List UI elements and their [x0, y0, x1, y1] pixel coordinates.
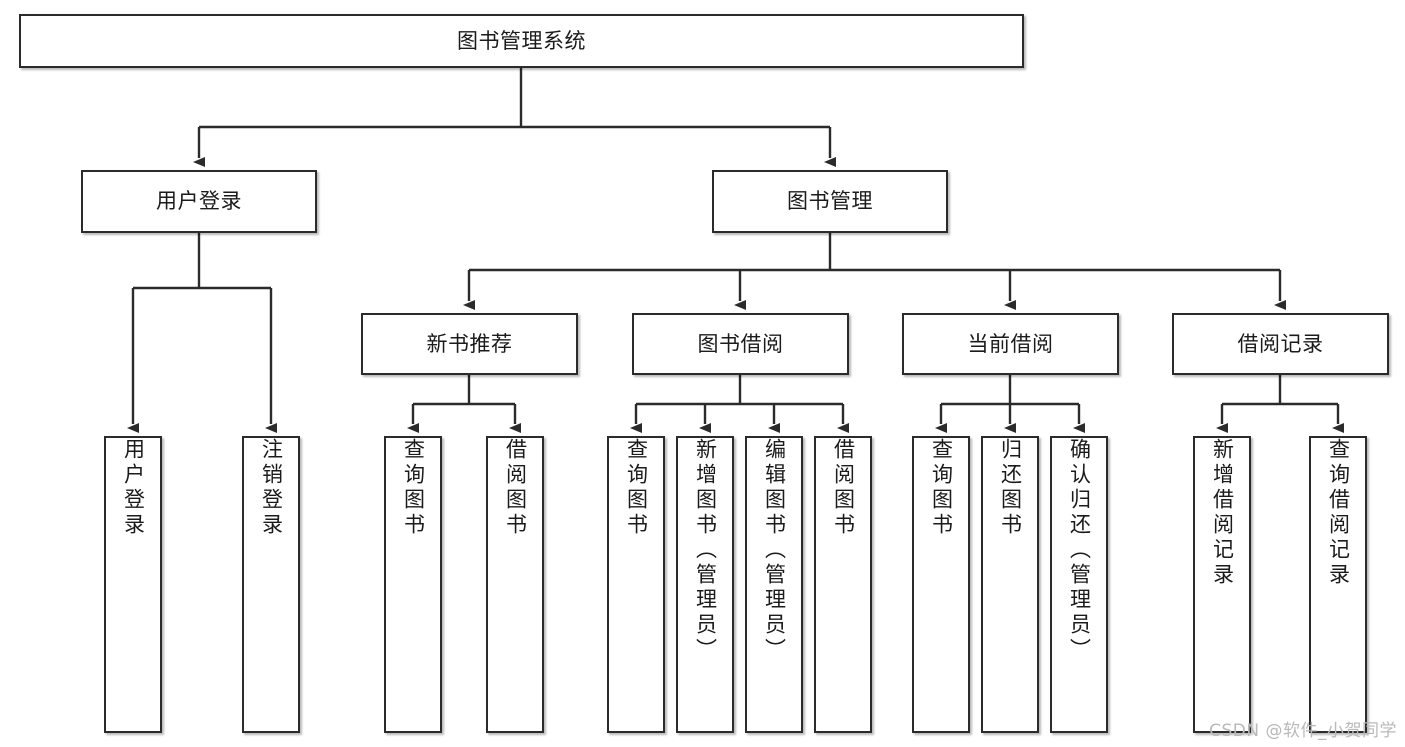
node-borrow-record[interactable]: 借阅记录 — [1172, 313, 1389, 375]
leaf-current-borrow-confirm-label: 确认归还（管理员） — [1067, 438, 1092, 663]
leaf-current-borrow-return-label: 归还图书 — [998, 438, 1023, 538]
leaf-borrow-record-add[interactable]: 新增借阅记录 — [1193, 436, 1251, 733]
leaf-borrow-record-add-label: 新增借阅记录 — [1210, 438, 1235, 588]
leaf-book-borrow-add-label: 新增图书（管理员） — [693, 438, 718, 663]
node-book-borrow[interactable]: 图书借阅 — [632, 313, 849, 375]
leaf-user-login-login-label: 用户登录 — [121, 438, 146, 538]
node-book-borrow-label: 图书借阅 — [697, 331, 784, 356]
node-user-login[interactable]: 用户登录 — [81, 170, 317, 233]
leaf-new-book-query-label: 查询图书 — [401, 438, 426, 538]
leaf-current-borrow-query[interactable]: 查询图书 — [912, 436, 970, 733]
leaf-user-login-logout[interactable]: 注销登录 — [242, 436, 300, 733]
leaf-new-book-borrow[interactable]: 借阅图书 — [486, 436, 544, 733]
leaf-user-login-login[interactable]: 用户登录 — [104, 436, 162, 733]
leaf-current-borrow-query-label: 查询图书 — [929, 438, 954, 538]
leaf-book-borrow-borrow-label: 借阅图书 — [831, 438, 856, 538]
node-new-book-recommend-label: 新书推荐 — [426, 331, 513, 356]
node-user-login-label: 用户登录 — [156, 189, 242, 214]
leaf-current-borrow-confirm[interactable]: 确认归还（管理员） — [1050, 436, 1108, 733]
leaf-user-login-logout-label: 注销登录 — [259, 438, 284, 538]
leaf-current-borrow-return[interactable]: 归还图书 — [981, 436, 1039, 733]
csdn-watermark: CSDN @软件_小贺同学 — [1209, 721, 1397, 741]
leaf-book-borrow-edit[interactable]: 编辑图书（管理员） — [745, 436, 803, 733]
leaf-new-book-query[interactable]: 查询图书 — [384, 436, 442, 733]
leaf-book-borrow-query[interactable]: 查询图书 — [607, 436, 665, 733]
node-borrow-record-label: 借阅记录 — [1237, 331, 1324, 356]
leaf-book-borrow-query-label: 查询图书 — [624, 438, 649, 538]
node-root[interactable]: 图书管理系统 — [19, 14, 1024, 68]
leaf-book-borrow-edit-label: 编辑图书（管理员） — [762, 438, 787, 663]
leaf-book-borrow-add[interactable]: 新增图书（管理员） — [676, 436, 734, 733]
node-book-management[interactable]: 图书管理 — [712, 170, 948, 233]
node-current-borrow-label: 当前借阅 — [967, 331, 1054, 356]
leaf-book-borrow-borrow[interactable]: 借阅图书 — [814, 436, 872, 733]
leaf-borrow-record-query-label: 查询借阅记录 — [1326, 438, 1351, 588]
leaf-borrow-record-query[interactable]: 查询借阅记录 — [1309, 436, 1367, 733]
node-book-management-label: 图书管理 — [787, 189, 873, 214]
node-new-book-recommend[interactable]: 新书推荐 — [361, 313, 578, 375]
node-root-label: 图书管理系统 — [457, 28, 586, 53]
leaf-new-book-borrow-label: 借阅图书 — [503, 438, 528, 538]
node-current-borrow[interactable]: 当前借阅 — [902, 313, 1119, 375]
